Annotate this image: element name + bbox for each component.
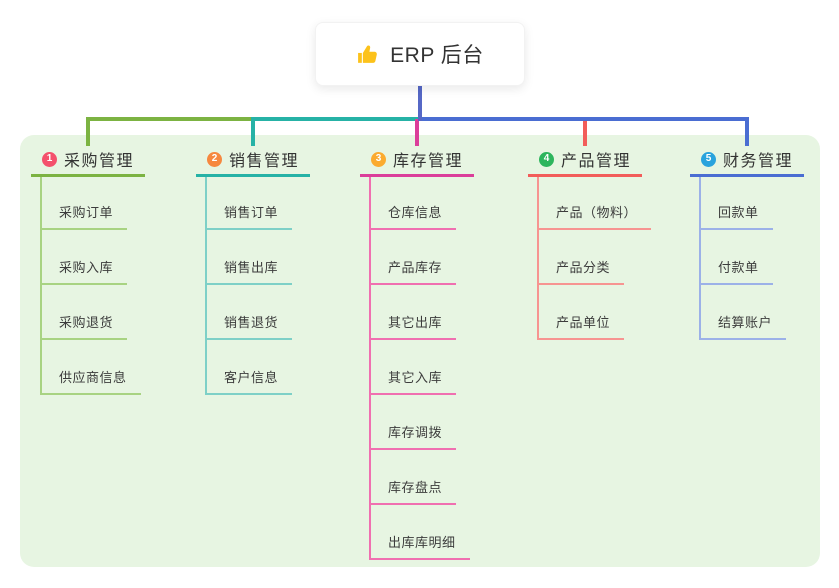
branch-trunk-line	[205, 177, 207, 395]
item-node[interactable]: 出库库明细	[369, 533, 470, 560]
item-node[interactable]: 仓库信息	[369, 203, 457, 230]
branch-underline	[31, 174, 145, 177]
item-node[interactable]: 产品分类	[537, 258, 625, 285]
branch-node-1[interactable]: 1 采购管理	[18, 148, 158, 170]
item-node[interactable]: 供应商信息	[40, 368, 141, 395]
item-node[interactable]: 付款单	[699, 258, 773, 285]
branch-badge: 3	[370, 151, 386, 167]
branch-node-5[interactable]: 5 财务管理	[677, 148, 817, 170]
thumbs-up-icon	[358, 45, 378, 63]
branch-badge: 4	[538, 151, 554, 167]
item-label: 销售订单	[224, 205, 279, 220]
item-node[interactable]: 客户信息	[205, 368, 293, 395]
branch-badge: 2	[206, 151, 222, 167]
branch-title: 财务管理	[722, 153, 793, 170]
item-label: 采购退货	[59, 315, 114, 330]
item-label: 产品分类	[556, 260, 611, 275]
branch-title: 产品管理	[560, 153, 631, 170]
item-node[interactable]: 产品库存	[369, 258, 457, 285]
item-label: 出库库明细	[388, 535, 456, 550]
item-label: 结算账户	[718, 315, 773, 330]
item-label: 产品（物料）	[556, 205, 638, 220]
item-label: 客户信息	[224, 370, 279, 385]
item-label: 产品单位	[556, 315, 611, 330]
item-label: 产品库存	[388, 260, 443, 275]
item-label: 供应商信息	[59, 370, 127, 385]
item-label: 回款单	[718, 205, 759, 220]
item-node[interactable]: 产品（物料）	[537, 203, 652, 230]
branch-node-3[interactable]: 3 库存管理	[347, 148, 487, 170]
item-node[interactable]: 销售订单	[205, 203, 293, 230]
branch-trunk-line	[537, 177, 539, 340]
item-label: 仓库信息	[388, 205, 443, 220]
item-label: 其它入库	[388, 370, 443, 385]
branch-title: 库存管理	[392, 153, 463, 170]
item-node[interactable]: 销售出库	[205, 258, 293, 285]
item-node[interactable]: 库存盘点	[369, 478, 457, 505]
branch-title: 采购管理	[63, 153, 134, 170]
item-node[interactable]: 其它入库	[369, 368, 457, 395]
item-node[interactable]: 销售退货	[205, 313, 293, 340]
branch-node-4[interactable]: 4 产品管理	[515, 148, 655, 170]
item-label: 库存盘点	[388, 480, 443, 495]
branch-trunk-line	[369, 177, 371, 560]
branch-trunk-line	[40, 177, 42, 395]
item-label: 库存调拨	[388, 425, 443, 440]
item-label: 销售退货	[224, 315, 279, 330]
item-label: 采购入库	[59, 260, 114, 275]
item-node[interactable]: 结算账户	[699, 313, 787, 340]
root-label: ERP 后台	[390, 44, 484, 67]
branch-node-2[interactable]: 2 销售管理	[183, 148, 323, 170]
branch-badge: 1	[41, 151, 57, 167]
branch-title: 销售管理	[228, 153, 299, 170]
branch-badge: 5	[700, 151, 716, 167]
item-label: 付款单	[718, 260, 759, 275]
branch-underline	[528, 174, 642, 177]
branches-panel	[20, 135, 820, 567]
item-node[interactable]: 产品单位	[537, 313, 625, 340]
root-node[interactable]: ERP 后台	[315, 22, 525, 86]
branch-underline	[196, 174, 310, 177]
item-label: 销售出库	[224, 260, 279, 275]
item-label: 采购订单	[59, 205, 114, 220]
item-node[interactable]: 回款单	[699, 203, 773, 230]
item-node[interactable]: 库存调拨	[369, 423, 457, 450]
branch-underline	[360, 174, 474, 177]
item-node[interactable]: 采购入库	[40, 258, 128, 285]
item-node[interactable]: 其它出库	[369, 313, 457, 340]
branch-trunk-line	[699, 177, 701, 340]
branch-underline	[690, 174, 804, 177]
item-node[interactable]: 采购订单	[40, 203, 128, 230]
item-label: 其它出库	[388, 315, 443, 330]
item-node[interactable]: 采购退货	[40, 313, 128, 340]
